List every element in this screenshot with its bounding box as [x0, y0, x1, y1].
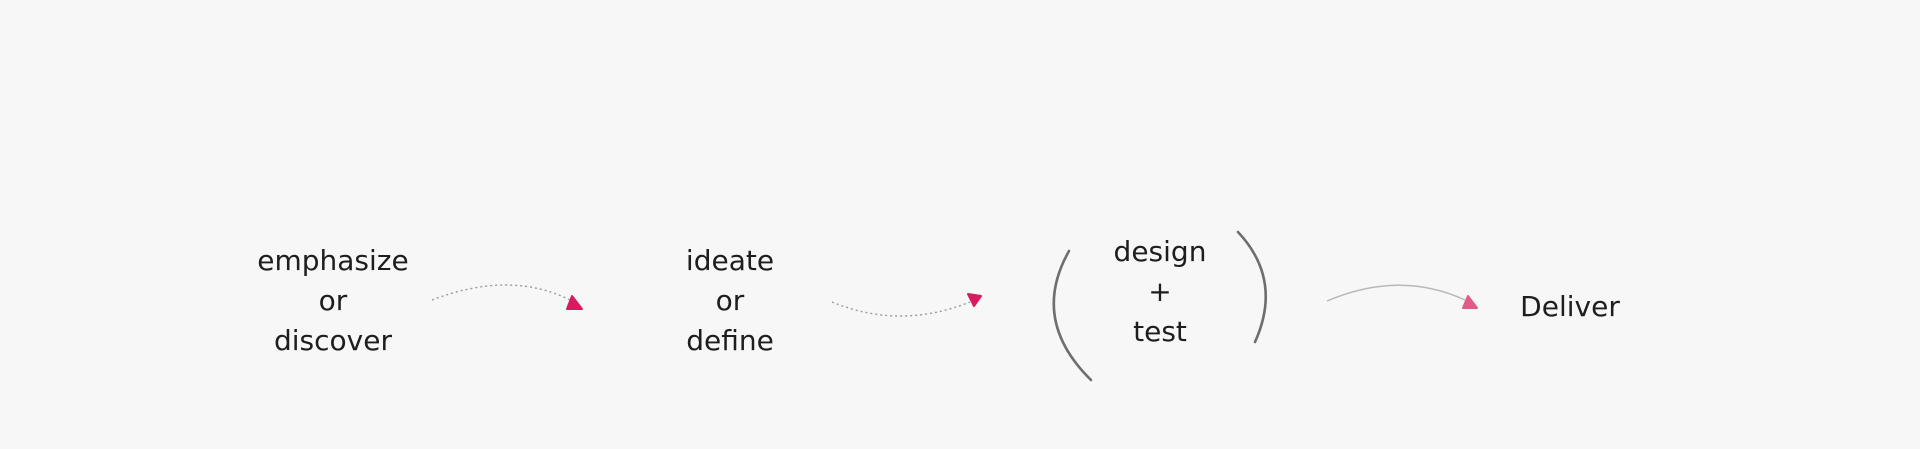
stage-2-line-1: ideate — [685, 244, 775, 277]
stage-1-line-2: or — [318, 284, 348, 317]
stage-emphasize-or-discover: emphasize or discover — [233, 241, 433, 361]
arrowhead-3 — [1462, 295, 1478, 309]
stage-ideate-or-define: ideate or define — [630, 241, 830, 361]
stage-deliver: Deliver — [1470, 287, 1670, 327]
bracket-left — [1052, 249, 1093, 382]
stage-3-line-2: + — [1148, 275, 1172, 308]
connector-3 — [1326, 284, 1466, 302]
connector-1 — [431, 284, 571, 301]
stage-design-plus-test: design + test — [1060, 232, 1260, 352]
arrowhead-2 — [967, 293, 982, 307]
arrowhead-1 — [566, 295, 583, 310]
stage-2-line-3: define — [686, 324, 774, 357]
stage-3-line-3: test — [1133, 315, 1187, 348]
stage-2-line-2: or — [715, 284, 745, 317]
stage-4-line-1: Deliver — [1520, 290, 1620, 323]
stage-1-line-1: emphasize — [257, 244, 409, 277]
stage-1-line-3: discover — [274, 324, 392, 357]
connector-2 — [831, 301, 971, 317]
stage-3-line-1: design — [1113, 235, 1207, 268]
bracket-right — [1236, 230, 1267, 344]
